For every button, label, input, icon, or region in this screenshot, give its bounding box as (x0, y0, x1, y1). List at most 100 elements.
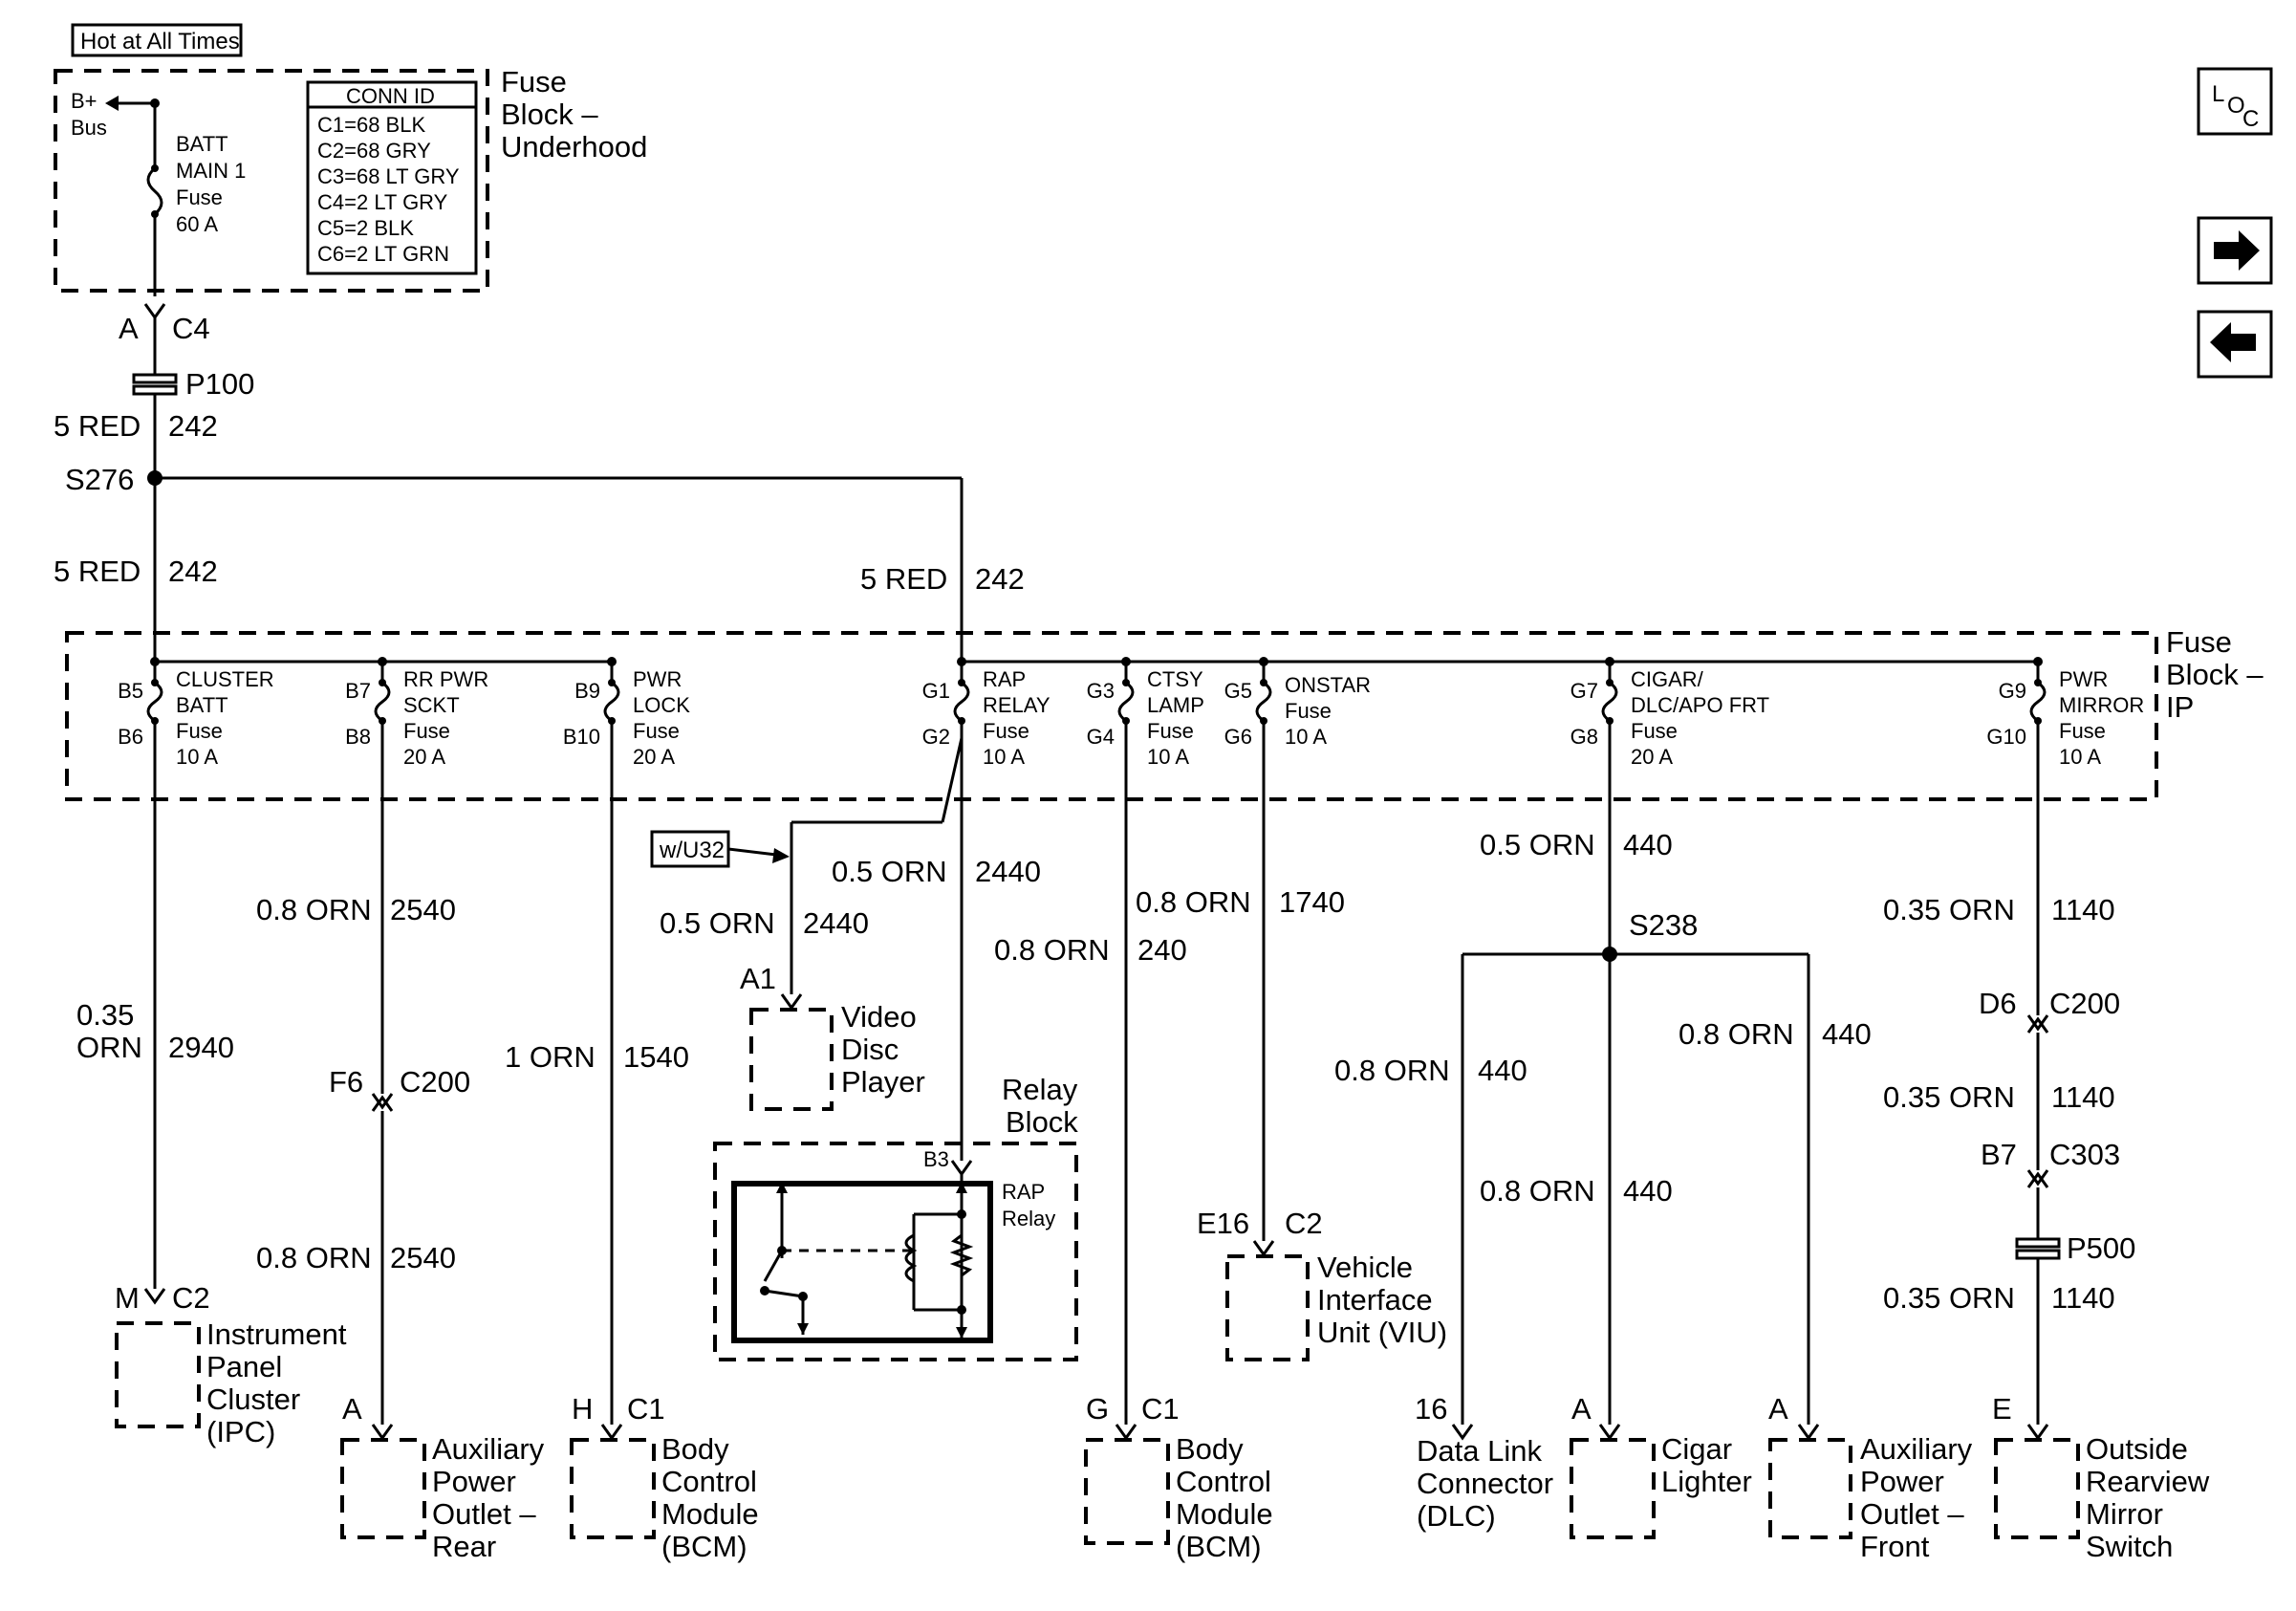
wire-240-gauge: 0.8 ORN (994, 933, 1110, 967)
wire-240-circuit: 240 (1137, 933, 1187, 967)
c200-f6-connector-icon (371, 1093, 394, 1112)
bcm-component-b (1084, 1438, 1170, 1545)
wire-440-circuit-c: 440 (1623, 1174, 1673, 1208)
wire-2540-gauge-a: 0.8 ORN (256, 893, 372, 926)
b7-label: B7 (1981, 1138, 2017, 1171)
wire-2440-circuit-a: 2440 (975, 855, 1041, 888)
wire-2540-circuit-a: 2540 (390, 893, 456, 926)
fuse-pin-out: B6 (118, 725, 143, 749)
wire-1140-circuit-b: 1140 (2051, 1080, 2115, 1114)
conn-id-list: C1=68 BLK C2=68 GRY C3=68 LT GRY C4=2 LT… (317, 113, 465, 266)
fuse-pin-in: G1 (922, 679, 950, 703)
outside-rearview-mirror-switch-component (1994, 1438, 2080, 1539)
ip-fuse-block-outline (65, 631, 2158, 801)
wire-440-gauge-c: 0.8 ORN (1480, 1174, 1595, 1208)
relay-block-title: Relay Block (1002, 1073, 1086, 1139)
wire-242-gauge-b: 5 RED (54, 555, 141, 588)
loc-icon[interactable]: L O C (2197, 67, 2273, 136)
b3-label: B3 (923, 1147, 949, 1171)
c200-label-a: C200 (400, 1065, 470, 1099)
ip-fuse-block-title: Fuse Block – IP (2166, 625, 2271, 724)
loc-icon-l: L (2212, 81, 2224, 107)
p100-label: P100 (185, 367, 254, 401)
fuse-pin-in: G3 (1087, 679, 1115, 703)
fuse-icon (1117, 681, 1135, 723)
fuse-pin-out: G2 (922, 725, 950, 749)
wire-1540-circuit: 1540 (623, 1040, 689, 1074)
e16-label: E16 (1197, 1207, 1249, 1240)
mirror-pin: E (1992, 1392, 2012, 1426)
hot-at-all-times-label: Hot at All Times (80, 29, 240, 54)
fuse-pin-out: B10 (563, 725, 600, 749)
hot-at-all-times-box (71, 23, 243, 57)
wire-1740-circuit: 1740 (1279, 885, 1345, 919)
cigar-lighter-component (1570, 1438, 1656, 1539)
ipc-connector-icon (143, 1288, 166, 1305)
ipc-conn: C2 (172, 1281, 210, 1315)
wire-1140-gauge-c: 0.35 ORN (1883, 1281, 2015, 1315)
wire-242-circuit-b: 242 (168, 555, 218, 588)
fuse-pin-in: G9 (1999, 679, 2026, 703)
cigar-pin: A (1571, 1392, 1592, 1426)
aux-front-pin: A (1768, 1392, 1788, 1426)
p500-inline-connector-icon (2015, 1237, 2061, 1260)
bplus-bus-label: B+ Bus (71, 89, 107, 140)
wire-2540-gauge-b: 0.8 ORN (256, 1241, 372, 1274)
relay-block-outline (713, 1142, 1078, 1361)
a1-label: A1 (740, 962, 776, 995)
wire-242-circuit-c: 242 (975, 562, 1025, 596)
wire-440-gauge-a: 0.5 ORN (1480, 828, 1595, 861)
dlc-pin: 16 (1415, 1392, 1447, 1426)
wire-1140-gauge-b: 0.35 ORN (1883, 1080, 2015, 1114)
c200-d6-connector-icon (2026, 1014, 2049, 1034)
wire-1140-circuit-a: 1140 (2051, 893, 2115, 926)
aux-rear-pin: A (342, 1392, 362, 1426)
d6-label: D6 (1979, 987, 2017, 1020)
wire-440-circuit-b: 440 (1478, 1054, 1527, 1087)
viu-c2-label: C2 (1285, 1207, 1323, 1240)
prev-arrow-icon[interactable] (2197, 310, 2273, 379)
wire-2440-gauge-a: 0.5 ORN (832, 855, 947, 888)
next-arrow-icon[interactable] (2197, 216, 2273, 285)
conn-id-title: CONN ID (346, 84, 435, 108)
conn-id-table (306, 80, 478, 275)
aux-rear-name: Auxiliary Power Outlet – Rear (432, 1432, 552, 1563)
aux-front-name: Auxiliary Power Outlet – Front (1860, 1432, 1981, 1563)
wire-2940-circuit: 2940 (168, 1031, 234, 1064)
ipc-component (115, 1321, 201, 1428)
s238-label: S238 (1629, 908, 1698, 942)
batt-main-fuse-label: BATT MAIN 1 Fuse 60 A (176, 132, 251, 236)
fuse-icon (1255, 681, 1272, 723)
rap-relay-component (731, 1181, 993, 1343)
wu32-label: w/U32 (659, 838, 725, 863)
ipc-name: Instrument Panel Cluster (IPC) (206, 1317, 355, 1448)
bcm-g-conn: C1 (1141, 1392, 1180, 1426)
wire-1140-circuit-c: 1140 (2051, 1281, 2115, 1315)
wire-2440-circuit-b: 2440 (803, 906, 869, 940)
wire-440-gauge-d: 0.8 ORN (1679, 1017, 1794, 1051)
dlc-name: Data Link Connector (DLC) (1417, 1434, 1562, 1533)
fuse-pin-out: G8 (1570, 725, 1598, 749)
relay-internals-icon (760, 1174, 974, 1339)
c303-connector-icon (2026, 1169, 2049, 1188)
aux-power-outlet-front-component (1768, 1438, 1852, 1539)
loc-icon-c: C (2242, 106, 2259, 132)
viu-name: Vehicle Interface Unit (VIU) (1317, 1251, 1447, 1349)
c4-label: C4 (172, 312, 210, 345)
bcm-g-pin: G (1086, 1392, 1109, 1426)
wire-2440-gauge-b: 0.5 ORN (660, 906, 775, 940)
video-disc-player-name: Video Disc Player (841, 1000, 925, 1099)
fuse-icon (603, 681, 620, 723)
